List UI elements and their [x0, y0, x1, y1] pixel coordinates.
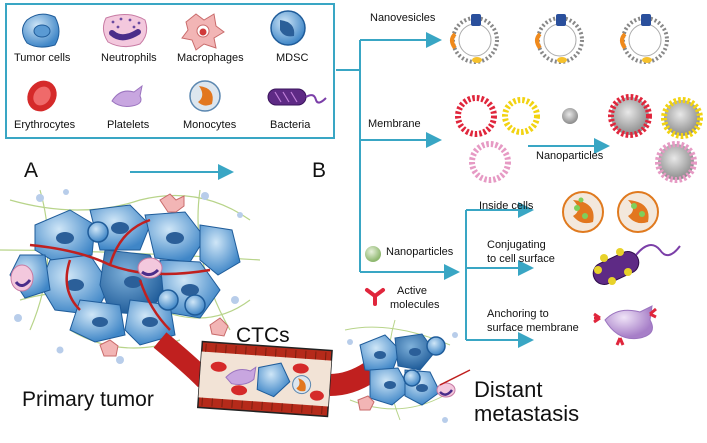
metastasis-illustration	[344, 319, 471, 423]
panel-label-a: A	[24, 159, 39, 182]
platelet-icon	[111, 84, 143, 107]
bacteria-icon	[267, 88, 327, 106]
label-metastasis: metastasis	[474, 401, 580, 426]
label-conjugating-line1: Conjugating	[487, 239, 546, 251]
mdsc-icon	[270, 10, 306, 46]
legend-label-bacteria: Bacteria	[270, 119, 311, 131]
legend-label-tumor-cells: Tumor cells	[14, 52, 71, 64]
active-molecule-icon	[365, 288, 385, 306]
primary-tumor-illustration	[0, 189, 261, 364]
legend-icons	[22, 10, 327, 112]
inside-cells-icons	[562, 191, 659, 233]
label-nanoparticles: Nanoparticles	[386, 246, 454, 258]
label-active-line1: Active	[397, 285, 427, 297]
erythrocyte-icon	[27, 80, 57, 112]
nanoparticle-dot	[365, 246, 381, 262]
label-membrane: Membrane	[368, 118, 421, 130]
label-distant: Distant	[474, 377, 543, 402]
label-primary-tumor: Primary tumor	[22, 388, 154, 411]
tumor-cell-icon	[22, 13, 60, 48]
label-ctcs: CTCs	[236, 324, 290, 347]
legend-label-erythrocytes: Erythrocytes	[14, 119, 76, 131]
label-active-line2: molecules	[390, 299, 440, 311]
label-coated-nanoparticles: Nanoparticles	[536, 150, 604, 162]
legend-label-mdsc: MDSC	[276, 52, 309, 64]
nanovesicles-group	[450, 14, 669, 64]
macrophage-icon	[181, 13, 225, 51]
coated-nanoparticles	[608, 94, 703, 183]
legend-label-monocytes: Monocytes	[183, 119, 237, 131]
label-conjugating-line2: to cell surface	[487, 253, 555, 265]
monocyte-icon	[189, 80, 221, 112]
neutrophil-icon	[102, 14, 148, 48]
legend-panel	[5, 3, 335, 139]
membrane-vesicles	[455, 95, 578, 183]
panel-label-b: B	[312, 159, 327, 182]
legend-label-neutrophils: Neutrophils	[101, 52, 157, 64]
conjugated-bacteria-icon	[592, 244, 681, 285]
legend-label-macrophages: Macrophages	[177, 52, 244, 64]
legend-label-platelets: Platelets	[107, 119, 150, 131]
label-nanovesicles: Nanovesicles	[370, 12, 436, 24]
ctc-vessel	[153, 332, 376, 418]
label-anchoring-line1: Anchoring to	[487, 308, 549, 320]
label-anchoring-line2: surface membrane	[487, 322, 579, 334]
label-inside-cells: Inside cells	[479, 200, 534, 212]
anchored-platelet-icon	[593, 305, 657, 346]
connector-arrows	[130, 32, 610, 348]
